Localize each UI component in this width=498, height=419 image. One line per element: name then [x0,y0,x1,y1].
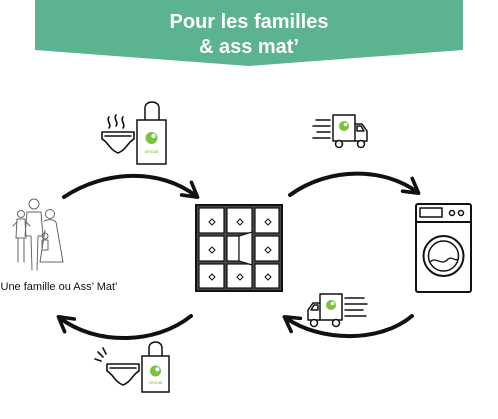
arrow-laundry-to-lockers [282,314,414,339]
tote-bag-icon: smicial [141,341,170,393]
bag-brand-label: smicial [149,380,163,385]
banner-title-line2: & ass mat’ [198,36,300,58]
bag-brand-label: smicial [145,149,159,154]
arrow-lockers-to-laundry [288,171,421,197]
actor-label: Une famille ou Ass’ Mat’ [0,281,118,293]
tote-bag-icon: smicial [136,101,167,165]
arrow-family-to-lockers [62,173,200,200]
arrow-lockers-to-family [56,314,193,340]
header-banner [35,0,463,66]
locker-icon [195,204,283,292]
delivery-truck-icon [307,293,368,328]
washing-machine-icon [415,203,472,293]
clean-diaper-icon [94,347,140,386]
family-icon [12,198,64,271]
banner-title-line1: Pour les familles [169,11,329,33]
dirty-diaper-icon [101,114,135,154]
delivery-truck-icon [312,114,368,149]
